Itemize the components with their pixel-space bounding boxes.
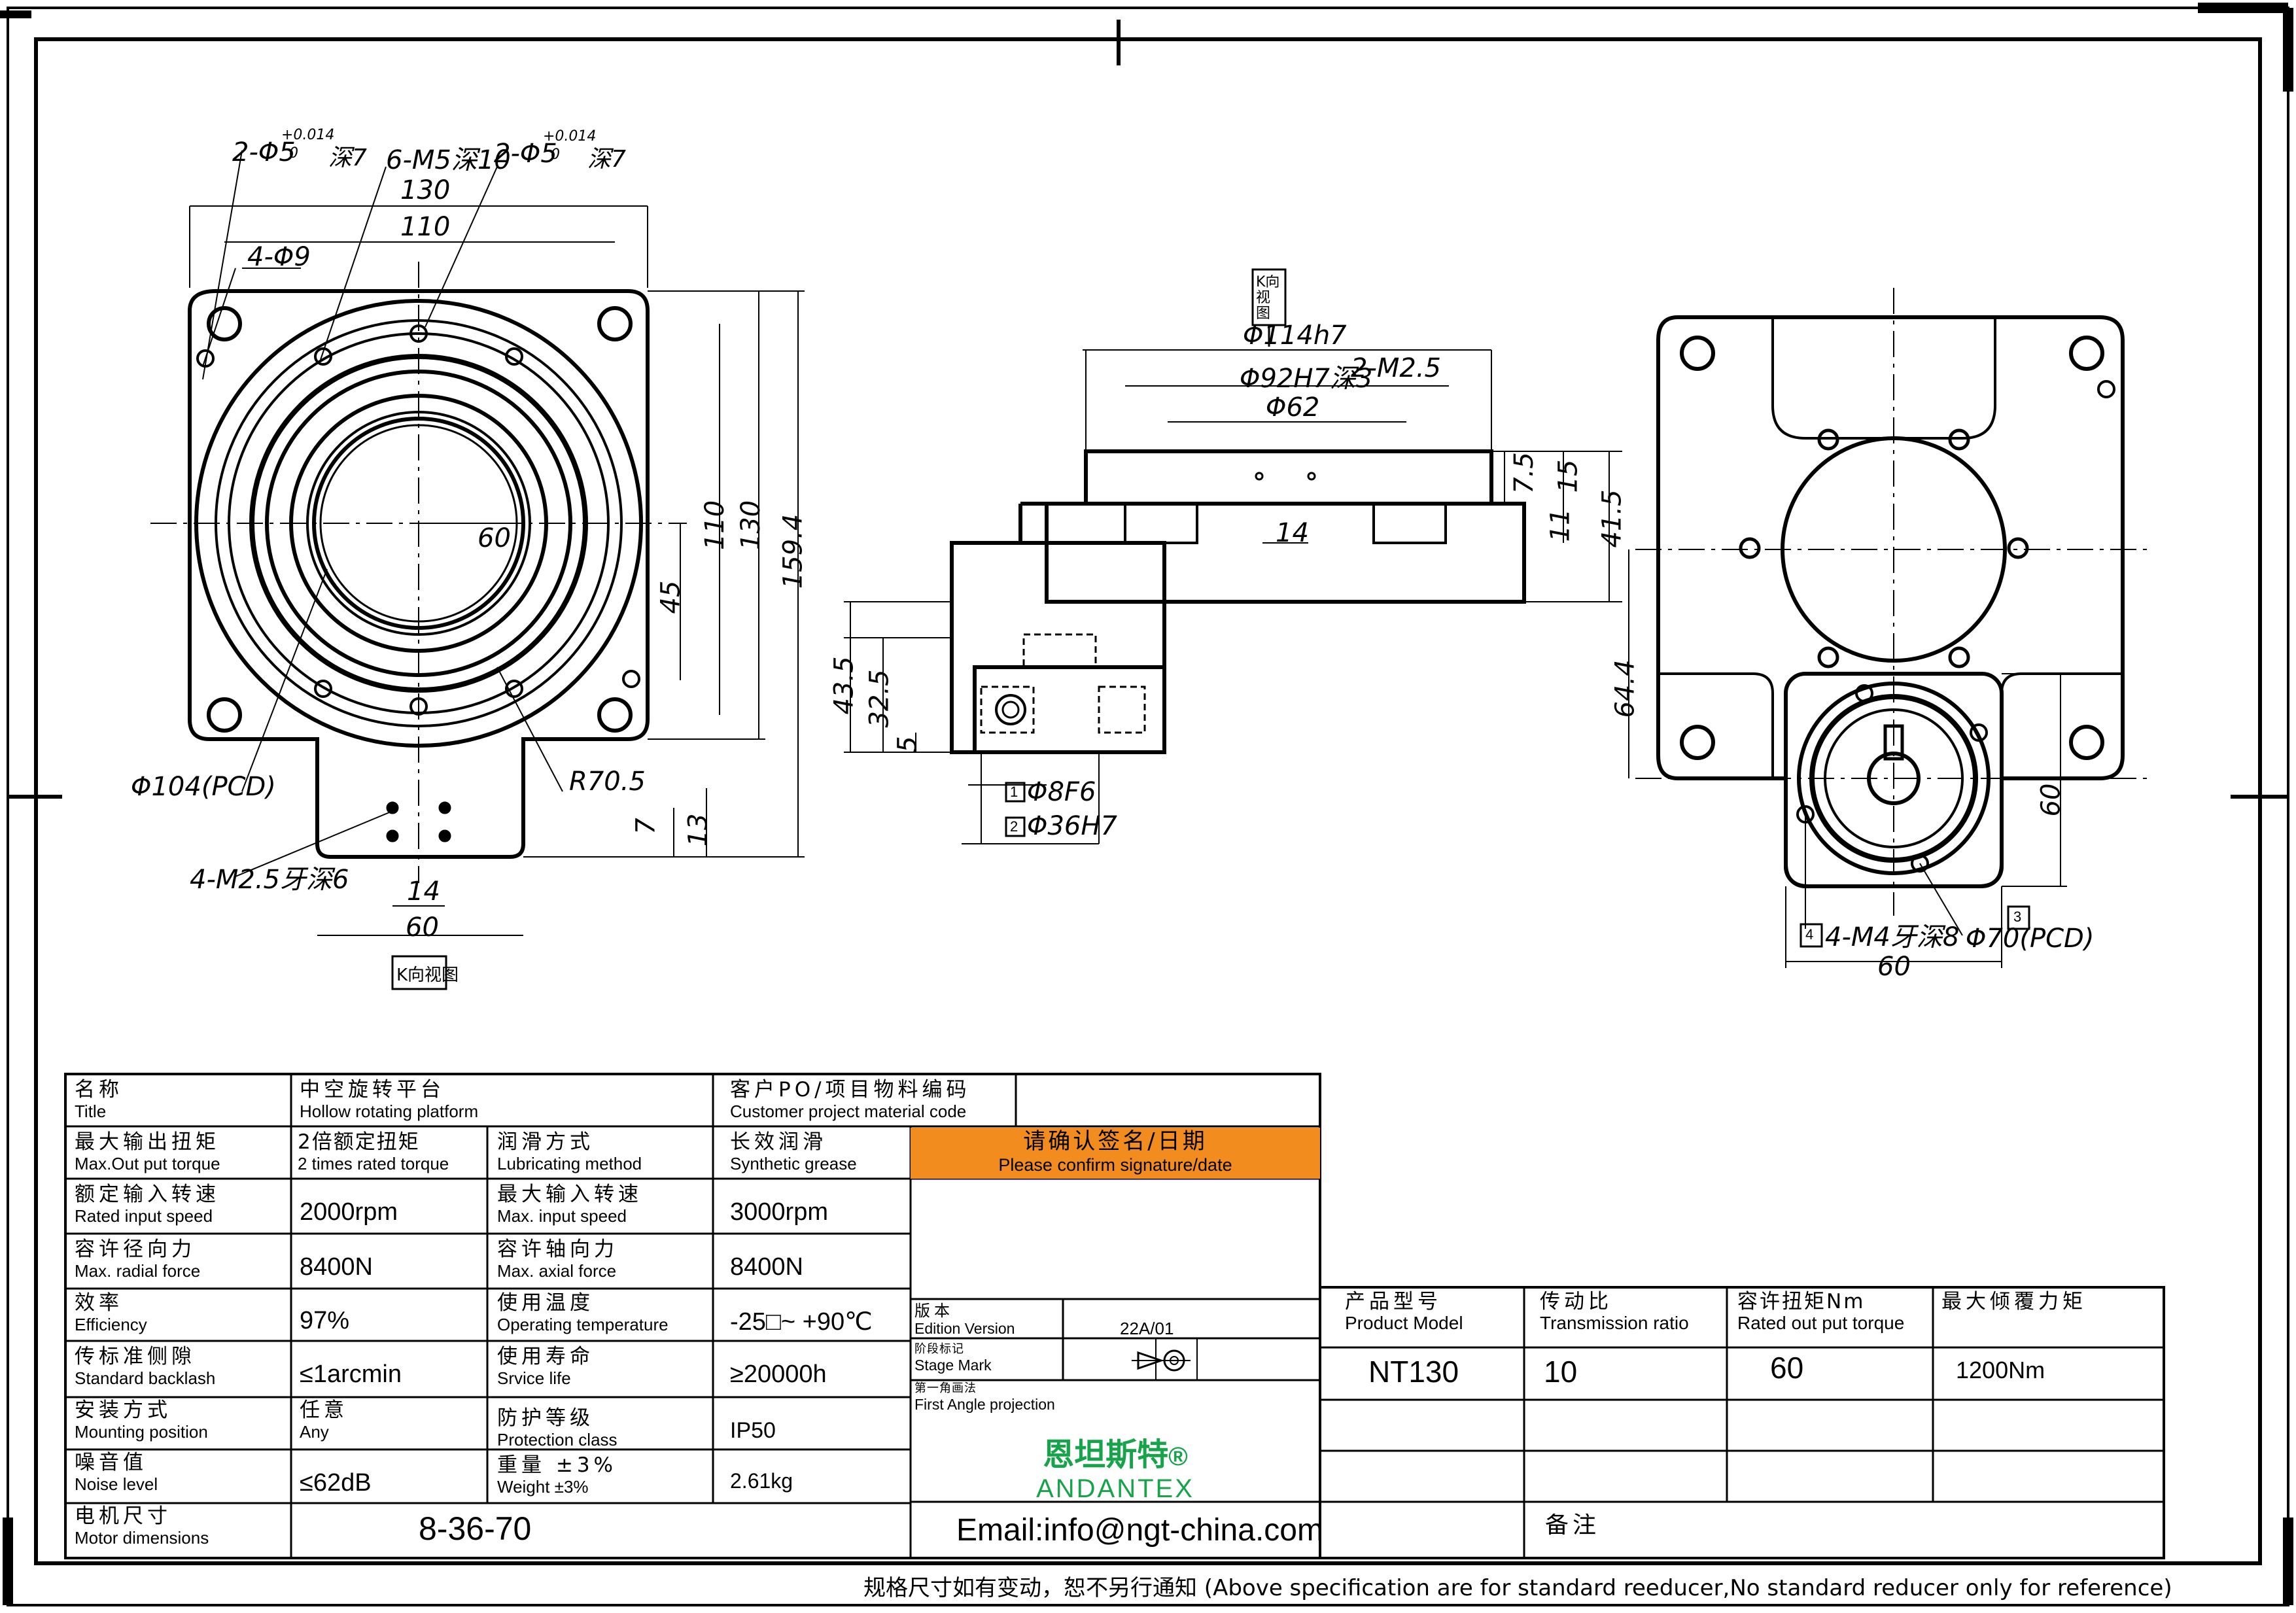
- confirm-banner: [911, 1128, 1320, 1179]
- top-view: [150, 150, 805, 990]
- right-view: [1628, 288, 2152, 968]
- outer-frame: [7, 7, 2289, 1606]
- inner-frame: [34, 37, 2262, 1565]
- title-block: [64, 1073, 2165, 1559]
- side-view: [844, 268, 1622, 844]
